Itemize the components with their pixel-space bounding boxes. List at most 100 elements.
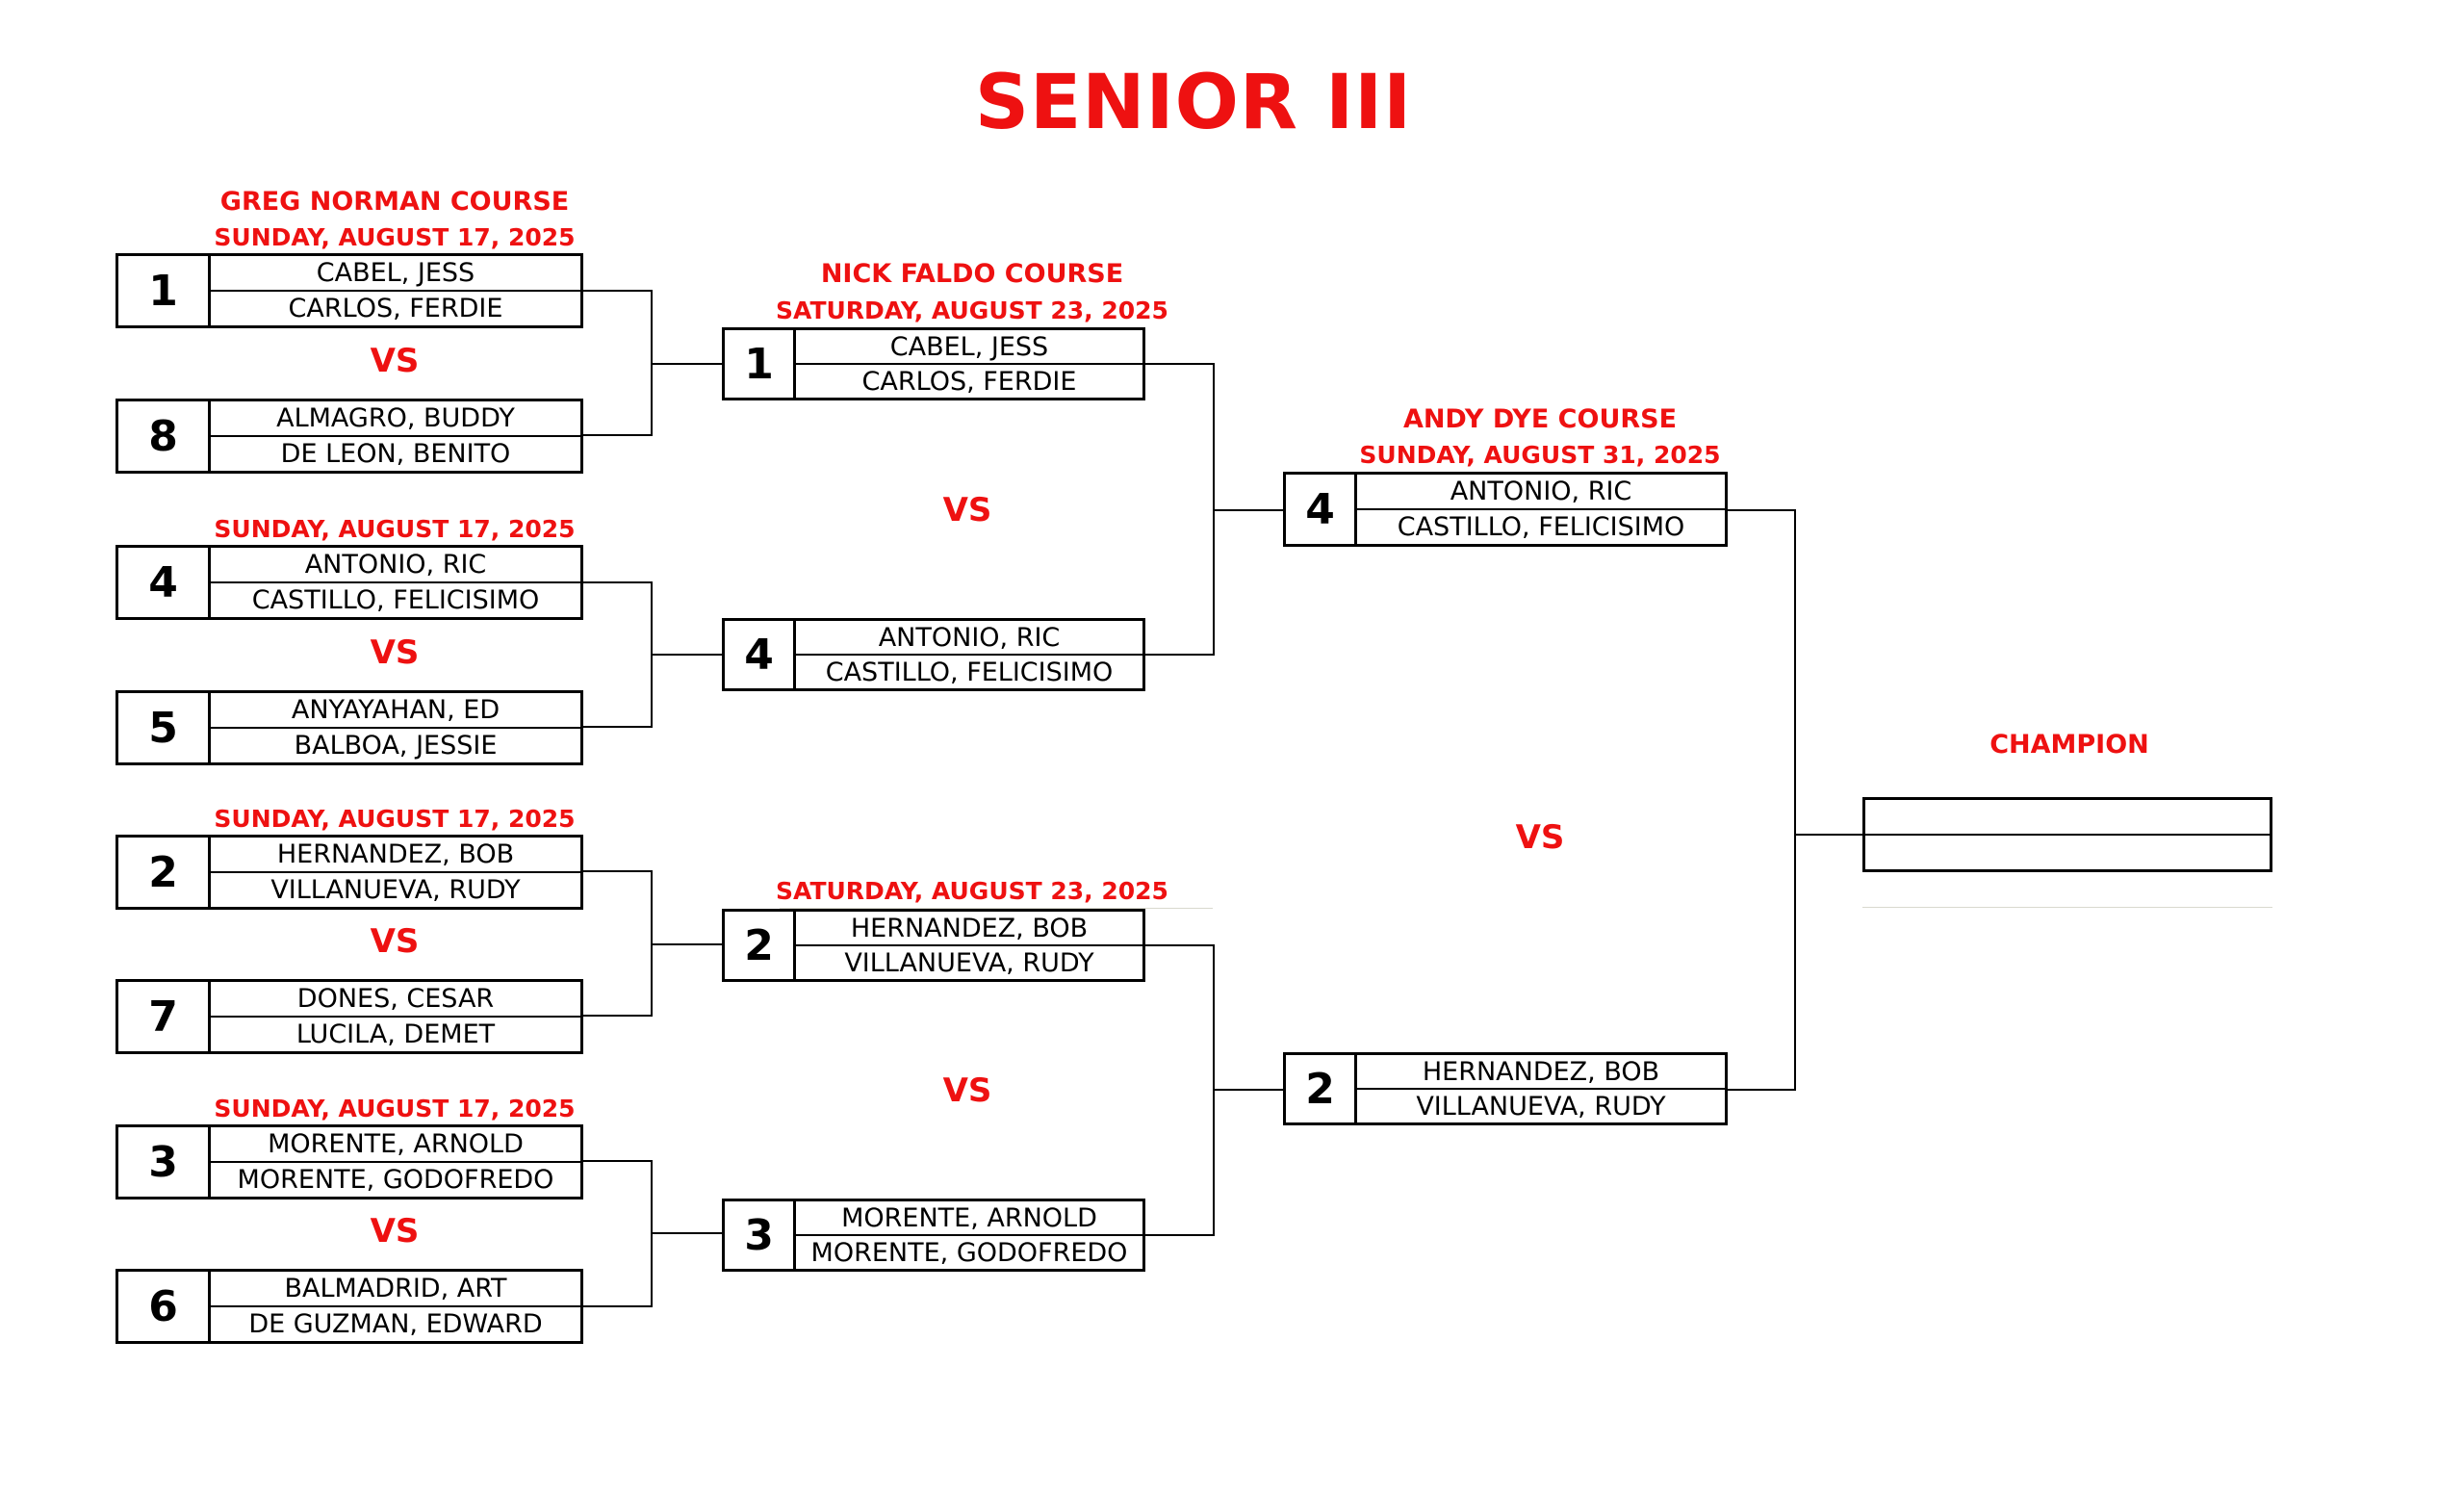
player-name: DONES, CESAR [296, 984, 495, 1014]
round1-team-5: 2 HERNANDEZ, BOB VILLANUEVA, RUDY [116, 835, 583, 910]
seed-number: 6 [118, 1272, 211, 1341]
round1-date-3: SUNDAY, AUGUST 17, 2025 [214, 805, 576, 833]
round1-vs-3: VS [370, 922, 420, 961]
champion-box [1862, 797, 2272, 872]
player-name: CABEL, JESS [889, 331, 1049, 362]
player-name: ANTONIO, RIC [878, 622, 1061, 653]
round1-team-3: 4 ANTONIO, RIC CASTILLO, FELICISIMO [116, 545, 583, 620]
connector-line [1728, 1089, 1796, 1091]
player-name: ALMAGRO, BUDDY [276, 403, 515, 433]
connector-line [651, 1232, 722, 1234]
seed-number: 3 [725, 1201, 796, 1269]
round1-course: GREG NORMAN COURSE [219, 187, 570, 217]
player-name: HERNANDEZ, BOB [850, 913, 1089, 943]
round1-date-2: SUNDAY, AUGUST 17, 2025 [214, 515, 576, 543]
round2-course: NICK FALDO COURSE [820, 259, 1124, 289]
final-vs: VS [1515, 818, 1565, 857]
player-name: VILLANUEVA, RUDY [796, 944, 1142, 979]
connector-line [583, 434, 653, 436]
round2-team-2: 4 ANTONIO, RIC CASTILLO, FELICISIMO [722, 618, 1145, 691]
final-team-1: 4 ANTONIO, RIC CASTILLO, FELICISIMO [1283, 472, 1728, 547]
connector-line [583, 726, 653, 728]
connector-line [583, 1015, 653, 1017]
round2-date-1: SATURDAY, AUGUST 23, 2025 [776, 297, 1168, 324]
round2-vs-1: VS [942, 491, 992, 529]
player-name: CASTILLO, FELICISIMO [796, 654, 1142, 688]
round2-team-3: 2 HERNANDEZ, BOB VILLANUEVA, RUDY [722, 909, 1145, 982]
round1-date-1: SUNDAY, AUGUST 17, 2025 [214, 223, 576, 251]
connector-line [1145, 1234, 1215, 1236]
seed-number: 4 [1286, 475, 1357, 544]
round2-team-4: 3 MORENTE, ARNOLD MORENTE, GODOFREDO [722, 1199, 1145, 1272]
round2-team-1: 1 CABEL, JESS CARLOS, FERDIE [722, 327, 1145, 400]
seed-number: 7 [118, 982, 211, 1051]
player-name: CARLOS, FERDIE [796, 363, 1142, 398]
player-name: ANTONIO, RIC [1450, 477, 1632, 506]
player-name: HERNANDEZ, BOB [276, 839, 515, 869]
connector-line [583, 581, 653, 583]
round1-team-6: 7 DONES, CESAR LUCILA, DEMET [116, 979, 583, 1054]
round1-vs-1: VS [370, 342, 420, 380]
player-name: BALMADRID, ART [284, 1274, 507, 1303]
seed-number: 1 [725, 330, 796, 398]
player-name: HERNANDEZ, BOB [1422, 1056, 1660, 1087]
seed-number: 2 [1286, 1055, 1357, 1122]
player-name: BALBOA, JESSIE [211, 727, 580, 762]
round2-date-2: SATURDAY, AUGUST 23, 2025 [776, 877, 1168, 905]
seed-number: 4 [118, 548, 211, 617]
player-name: MORENTE, ARNOLD [841, 1202, 1097, 1233]
player-name: CARLOS, FERDIE [211, 290, 580, 325]
connector-line [1213, 1089, 1284, 1091]
player-name: CASTILLO, FELICISIMO [211, 581, 580, 617]
page-title: SENIOR III [974, 60, 1413, 146]
connector-line [1794, 834, 1863, 836]
round1-team-8: 6 BALMADRID, ART DE GUZMAN, EDWARD [116, 1269, 583, 1344]
connector-line [583, 1160, 653, 1162]
champion-name-slot [1865, 834, 2270, 869]
champion-label: CHAMPION [1989, 730, 2149, 760]
round1-date-4: SUNDAY, AUGUST 17, 2025 [214, 1095, 576, 1122]
connector-line [1145, 944, 1215, 946]
player-name: ANYAYAHAN, ED [291, 695, 500, 725]
player-name: LUCILA, DEMET [211, 1016, 580, 1051]
round1-team-7: 3 MORENTE, ARNOLD MORENTE, GODOFREDO [116, 1124, 583, 1199]
connector-line [651, 943, 722, 945]
divider [1862, 907, 2272, 908]
player-name: MORENTE, ARNOLD [268, 1129, 524, 1159]
connector-line [583, 1305, 653, 1307]
player-name: ANTONIO, RIC [304, 550, 487, 580]
connector-line [651, 363, 722, 365]
final-date: SUNDAY, AUGUST 31, 2025 [1359, 441, 1721, 469]
connector-line [651, 654, 722, 656]
connector-line [1145, 363, 1215, 365]
round1-vs-2: VS [370, 633, 420, 672]
seed-number: 8 [118, 401, 211, 471]
player-name: DE GUZMAN, EDWARD [211, 1305, 580, 1341]
final-course: ANDY DYE COURSE [1402, 404, 1678, 434]
seed-number: 5 [118, 693, 211, 762]
player-name: MORENTE, GODOFREDO [796, 1234, 1142, 1269]
round1-vs-4: VS [370, 1212, 420, 1251]
connector-line [1728, 509, 1796, 511]
round1-team-4: 5 ANYAYAHAN, ED BALBOA, JESSIE [116, 690, 583, 765]
connector-line [1794, 509, 1796, 1091]
divider [780, 908, 1213, 909]
seed-number: 4 [725, 621, 796, 688]
player-name: DE LEON, BENITO [211, 435, 580, 471]
seed-number: 3 [118, 1127, 211, 1197]
player-name: CASTILLO, FELICISIMO [1357, 508, 1725, 544]
player-name: VILLANUEVA, RUDY [211, 871, 580, 907]
player-name: MORENTE, GODOFREDO [211, 1161, 580, 1197]
round1-team-2: 8 ALMAGRO, BUDDY DE LEON, BENITO [116, 399, 583, 474]
seed-number: 2 [118, 838, 211, 907]
connector-line [583, 870, 653, 872]
champion-name-slot [1865, 800, 2270, 834]
seed-number: 2 [725, 912, 796, 979]
player-name: VILLANUEVA, RUDY [1357, 1088, 1725, 1122]
seed-number: 1 [118, 256, 211, 325]
round2-vs-2: VS [942, 1071, 992, 1110]
player-name: CABEL, JESS [316, 258, 475, 288]
connector-line [583, 290, 653, 292]
connector-line [1213, 509, 1284, 511]
round1-team-1: 1 CABEL, JESS CARLOS, FERDIE [116, 253, 583, 328]
